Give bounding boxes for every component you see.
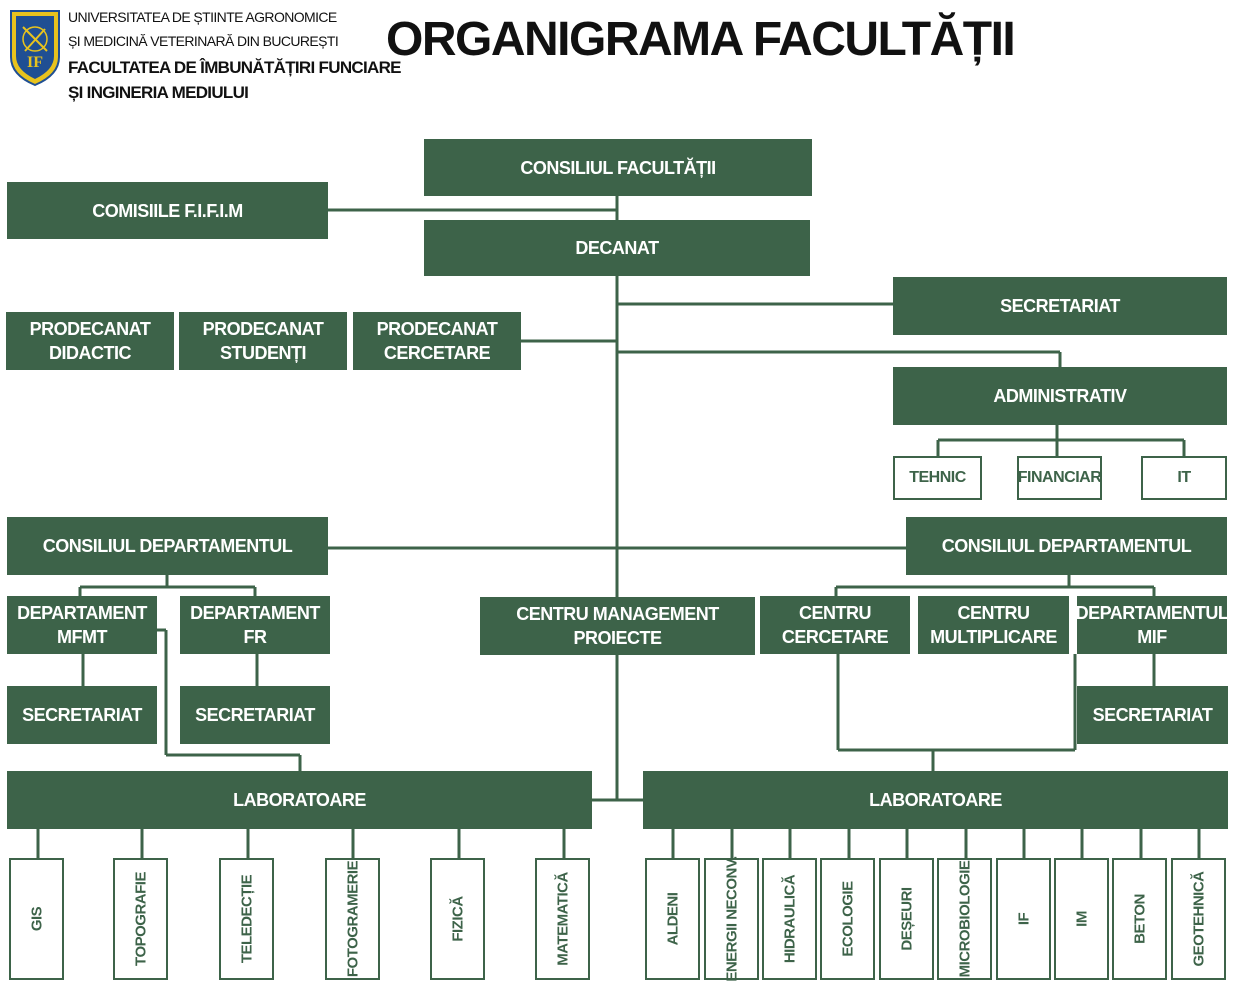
lab-label: IF <box>1015 912 1032 926</box>
decanat-box: DECANAT <box>424 220 810 276</box>
it-box: IT <box>1141 456 1227 500</box>
logo-text: IF <box>27 54 43 71</box>
administrativ-box: ADMINISTRATIV <box>893 367 1227 425</box>
departament-fr-box: DEPARTAMENT FR <box>180 596 330 654</box>
secretariat-mfmt-box: SECRETARIAT <box>7 686 157 744</box>
tehnic-box: TEHNIC <box>893 456 982 500</box>
lab-label: DEȘEURI <box>898 887 915 951</box>
centru-management-proiecte-box: CENTRU MANAGEMENT PROIECTE <box>480 597 755 655</box>
prodecanat-cercetare-box: PRODECANAT CERCETARE <box>353 312 521 370</box>
consiliul-departamentul-left-box: CONSILIUL DEPARTAMENTUL <box>7 517 328 575</box>
lab-label: FIZICĂ <box>449 896 466 942</box>
lab-box: ALDENI <box>645 858 700 980</box>
lab-box: DEȘEURI <box>879 858 934 980</box>
university-name-line1: UNIVERSITATEA DE ȘTIINTE AGRONOMICE <box>68 9 337 25</box>
secretariat-top-box: SECRETARIAT <box>893 277 1227 335</box>
consiliul-departamentul-right-box: CONSILIUL DEPARTAMENTUL <box>906 517 1227 575</box>
comisiile-box: COMISIILE F.I.F.I.M <box>7 182 328 239</box>
lab-box: HIDRAULICĂ <box>762 858 817 980</box>
lab-box: ENERGII NECONV. <box>704 856 759 982</box>
departament-mfmt-box: DEPARTAMENT MFMT <box>7 596 157 654</box>
prodecanat-studenti-box: PRODECANAT STUDENȚI <box>179 312 347 370</box>
lab-label: ENERGII NECONV. <box>723 856 740 982</box>
lab-box: ECOLOGIE <box>820 858 875 980</box>
lab-label: IM <box>1073 911 1090 927</box>
lab-box: TOPOGRAFIE <box>113 858 168 980</box>
lab-box: MICROBIOLOGIE <box>937 858 992 980</box>
lab-label: ECOLOGIE <box>839 881 856 957</box>
lab-label: BETON <box>1131 894 1148 944</box>
secretariat-mif-box: SECRETARIAT <box>1077 686 1228 744</box>
lab-box: FIZICĂ <box>430 858 485 980</box>
lab-label: GIS <box>28 906 45 932</box>
university-name-line2: ȘI MEDICINĂ VETERINARĂ DIN BUCUREȘTI <box>68 33 339 49</box>
lab-label: TELEDECȚIE <box>238 874 255 964</box>
departamentul-mif-box: DEPARTAMENTUL MIF <box>1076 596 1229 654</box>
laboratoare-right-box: LABORATOARE <box>643 771 1228 829</box>
lab-box: GIS <box>9 858 64 980</box>
lab-box: FOTOGRAMERIE <box>325 858 380 980</box>
faculty-logo-icon: IF <box>10 10 60 87</box>
faculty-name-line2: ȘI INGINERIA MEDIULUI <box>68 83 249 102</box>
laboratoare-left-box: LABORATOARE <box>7 771 592 829</box>
financiar-box: FINANCIAR <box>1017 456 1102 500</box>
faculty-name-line1: FACULTATEA DE ÎMBUNĂTĂȚIRI FUNCIARE <box>68 58 401 77</box>
lab-label: ALDENI <box>664 892 681 946</box>
lab-box: IF <box>996 858 1051 980</box>
lab-label: MATEMATICĂ <box>554 872 571 966</box>
lab-box: IM <box>1054 858 1109 980</box>
lab-box: MATEMATICĂ <box>535 858 590 980</box>
centru-multiplicare-box: CENTRU MULTIPLICARE <box>918 596 1069 654</box>
prodecanat-didactic-box: PRODECANAT DIDACTIC <box>6 312 174 370</box>
secretariat-fr-box: SECRETARIAT <box>180 686 330 744</box>
lab-label: MICROBIOLOGIE <box>956 860 973 978</box>
lab-label: HIDRAULICĂ <box>781 874 798 964</box>
page-title: ORGANIGRAMA FACULTĂȚII <box>386 13 1016 66</box>
lab-box: TELEDECȚIE <box>219 858 274 980</box>
lab-label: FOTOGRAMERIE <box>344 860 361 978</box>
lab-label: TOPOGRAFIE <box>132 872 149 966</box>
centru-cercetare-box: CENTRU CERCETARE <box>760 596 910 654</box>
lab-box: GEOTEHNICĂ <box>1171 858 1226 980</box>
lab-box: BETON <box>1112 858 1167 980</box>
consiliul-facultatii-box: CONSILIUL FACULTĂȚII <box>424 139 812 196</box>
lab-label: GEOTEHNICĂ <box>1190 871 1207 967</box>
